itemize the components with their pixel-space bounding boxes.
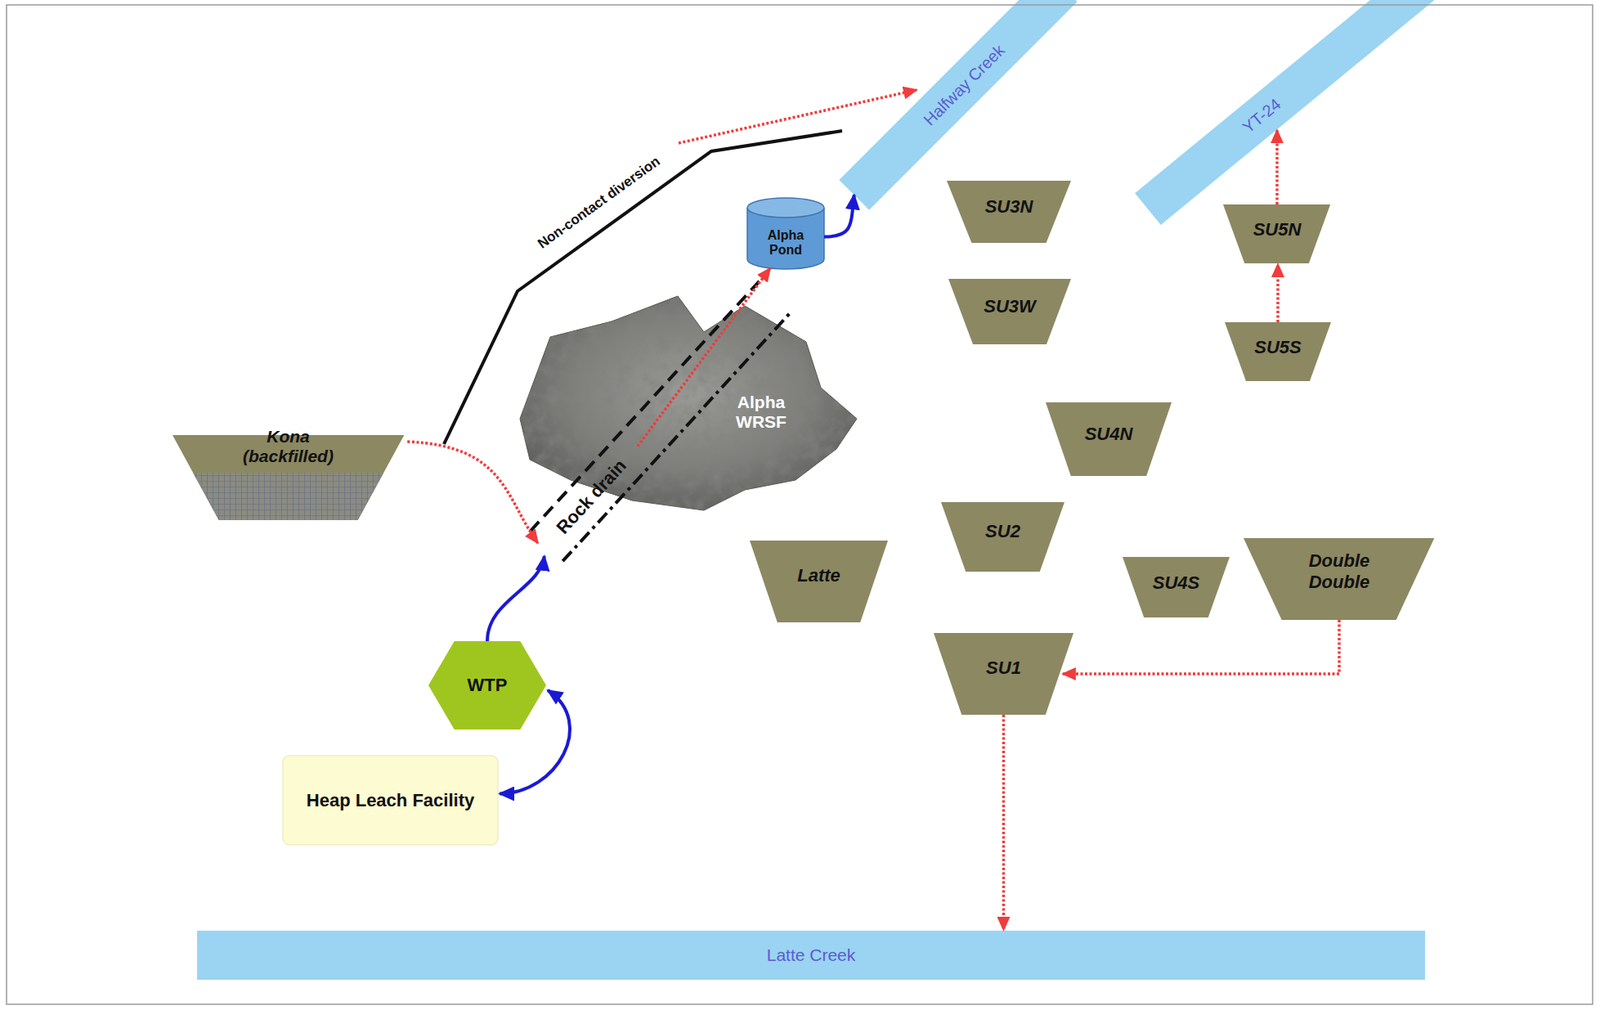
trapezoid (1243, 537, 1435, 620)
facility-box: Heap Leach Facility (282, 755, 498, 845)
cylinder-edge (823, 207, 825, 260)
waste-rock-facility-outline (519, 295, 857, 511)
node-label: SU3N (985, 196, 1034, 218)
pit-trapezoid: Latte (749, 540, 888, 623)
pit-trapezoid: SU1 (933, 632, 1074, 715)
edge-group (407, 129, 1340, 930)
seepage-arrow (1062, 619, 1340, 674)
pit-trapezoid: SU5N (1223, 204, 1331, 264)
creek-band: YT-24 (1134, 0, 1439, 225)
pit-trapezoid: Double Double (1243, 537, 1435, 620)
flow-arrow (487, 555, 545, 641)
node-label: Alpha WRSF (728, 392, 794, 432)
node-label: Double Double (1290, 550, 1389, 593)
node-label: SU4N (1084, 423, 1134, 445)
trapezoid (1045, 402, 1172, 476)
trapezoid (1224, 322, 1332, 381)
trapezoid (933, 632, 1074, 715)
node-label: Kona (backfilled) (226, 426, 350, 467)
label-holder: Non-contact diversion (534, 152, 664, 252)
pit-trapezoid: SU2 (941, 501, 1065, 572)
trapezoid (948, 278, 1072, 345)
drain-edge (562, 310, 792, 561)
treatment-plant-hexagon: WTP (428, 640, 547, 730)
seepage-arrow (1275, 129, 1279, 205)
rock-pile (519, 295, 857, 511)
node-label: SU1 (985, 657, 1022, 679)
pit-trapezoid: SU5S (1224, 322, 1332, 381)
seepage-arrow (1276, 264, 1280, 323)
trapezoid (941, 501, 1065, 572)
node-label: Alpha Pond (759, 228, 812, 257)
cylinder-edge (747, 259, 825, 269)
node-label: Halfway Creek (919, 40, 1009, 130)
node-label: SU3W (983, 295, 1036, 318)
creek-band: Halfway Creek (838, 0, 1077, 211)
diversion-outflow-arrow (678, 89, 917, 144)
node-label: SU5S (1254, 336, 1301, 359)
diversion-label: Non-contact diversion (534, 152, 664, 252)
pond-cylinder: Alpha Pond (747, 197, 825, 269)
backfilled-pit: Kona (backfilled) (172, 434, 404, 520)
trapezoid (1122, 556, 1230, 618)
rounded-box (282, 755, 498, 845)
seepage-arrow (1002, 714, 1006, 930)
pit-trapezoid: SU3N (946, 180, 1072, 243)
trapezoid (1223, 204, 1331, 264)
backfill-hatch (172, 472, 404, 520)
trapezoid (749, 540, 888, 623)
node-label: Latte (797, 564, 841, 587)
trapezoid (946, 180, 1072, 243)
frame-border (6, 4, 1593, 1004)
drain-edge (529, 281, 759, 532)
pit-trapezoid: SU3W (948, 278, 1072, 345)
creek-band: Latte Creek (197, 930, 1426, 980)
pit-trapezoid: SU4S (1122, 556, 1230, 618)
seepage-arrow (407, 441, 538, 543)
hexagon (428, 640, 547, 730)
cylinder-top (747, 197, 825, 218)
node-label: SU2 (985, 520, 1021, 543)
node-label: WTP (467, 674, 508, 696)
pit-trapezoid: SU4N (1045, 402, 1172, 476)
cylinder-edge (746, 207, 749, 260)
node-label: Latte Creek (766, 945, 857, 965)
node-label: SU5N (1253, 219, 1302, 241)
node-label: Heap Leach Facility (306, 789, 475, 812)
rock-texture (519, 295, 857, 511)
flow-arrow (824, 194, 855, 237)
node-label: SU4S (1152, 572, 1200, 594)
waste-rock-facility: Alpha WRSF (519, 295, 857, 511)
